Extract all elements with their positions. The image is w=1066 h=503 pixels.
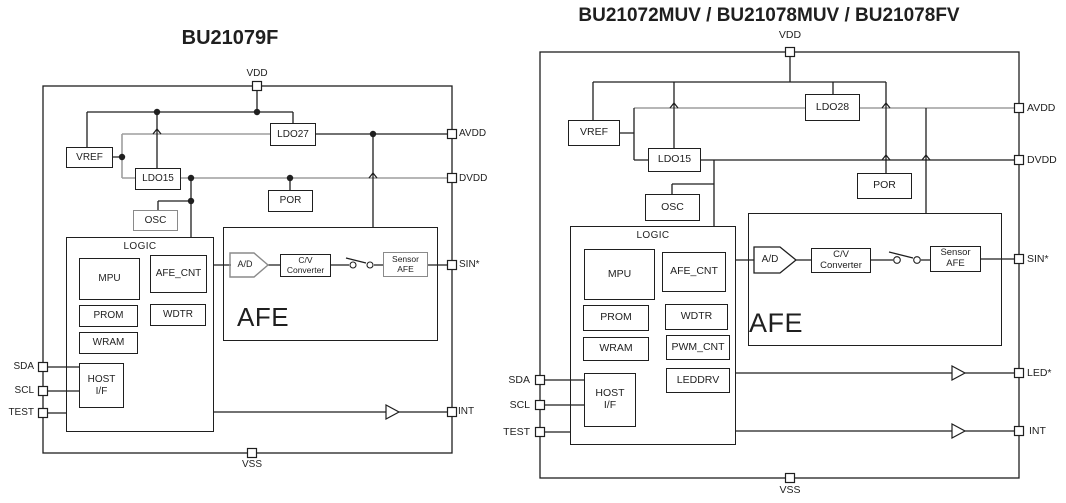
left-pin-label-test: TEST (8, 407, 34, 418)
left-pin-label-sin: SIN* (459, 259, 480, 270)
right-osc-block: OSC (645, 194, 700, 221)
right-diagram-title: BU21072MUV / BU21078MUV / BU21078FV (578, 5, 960, 26)
right-wdtr-block: WDTR (665, 304, 728, 330)
left-pin-label-avdd: AVDD (459, 128, 487, 139)
right-por-block: POR (857, 173, 912, 199)
left-ldo27-block: LDO27 (270, 123, 316, 146)
right-afe-big-label: AFE (749, 308, 804, 338)
right-logic-block: LOGIC (570, 226, 736, 445)
right-prom-block: PROM (583, 305, 649, 331)
left-junction-dots (118, 108, 377, 205)
right-ldo15-block: LDO15 (648, 148, 701, 172)
left-wram-block: WRAM (79, 332, 138, 354)
right-leddrv-block: LEDDRV (666, 368, 730, 393)
wire-jump-marks (669, 101, 931, 161)
left-por-block: POR (268, 190, 313, 212)
left-afe-block (223, 227, 438, 341)
right-pin-label-test: TEST (503, 426, 530, 438)
left-switch-icon (349, 261, 374, 269)
right-pin-label-vss: VSS (779, 484, 801, 496)
right-pin-label-avdd: AVDD (1027, 102, 1056, 114)
left-pin-label-scl: SCL (14, 385, 34, 396)
right-vref-block: VREF (568, 120, 620, 146)
left-pin-label-vdd: VDD (246, 68, 268, 79)
left-pin-label-dvdd: DVDD (459, 173, 488, 184)
left-pin-label-sda: SDA (13, 361, 34, 372)
right-wram-block: WRAM (583, 337, 649, 361)
right-ad-converter-icon (753, 246, 798, 274)
right-pin-squares (534, 46, 1025, 484)
right-pin-label-int: INT (1029, 425, 1046, 437)
left-vref-block: VREF (66, 147, 113, 168)
right-ldo28-block: LDO28 (805, 94, 860, 121)
left-afe-cnt-block: AFE_CNT (150, 255, 207, 293)
left-ad-label: A/D (237, 259, 253, 269)
left-wdtr-block: WDTR (150, 304, 206, 326)
wire-jump-marks (152, 127, 378, 179)
right-pin-label-sda: SDA (508, 374, 530, 386)
right-int-buffer-icon (951, 422, 967, 440)
right-ad-label: A/D (761, 254, 779, 265)
left-logic-label: LOGIC (123, 241, 157, 252)
left-pin-label-vss: VSS (241, 459, 262, 470)
left-prom-block: PROM (79, 305, 138, 327)
left-pin-squares (37, 80, 458, 459)
left-logic-block: LOGIC (66, 237, 214, 432)
left-pin-label-int: INT (458, 406, 475, 417)
right-pin-label-vdd: VDD (778, 29, 802, 41)
right-pin-label-scl: SCL (509, 399, 530, 411)
right-logic-label: LOGIC (636, 230, 670, 241)
left-ldo15-block: LDO15 (135, 168, 181, 190)
left-osc-block: OSC (133, 210, 178, 231)
right-pin-label-led: LED* (1027, 367, 1052, 379)
left-mpu-block: MPU (79, 258, 140, 300)
left-diagram-title: BU21079F (181, 27, 279, 49)
left-black-nets (47, 90, 448, 414)
left-ad-converter-icon (229, 252, 270, 278)
right-pin-label-sin: SIN* (1027, 253, 1049, 265)
left-int-buffer-icon (385, 403, 401, 421)
right-led-buffer-icon (951, 364, 967, 382)
right-pin-label-dvdd: DVDD (1027, 154, 1057, 166)
left-afe-big-label: AFE (237, 302, 290, 332)
right-chip-outline (539, 51, 1020, 479)
right-switch-icon (893, 256, 921, 264)
right-pwm-cnt-block: PWM_CNT (666, 335, 730, 360)
right-afe-block (748, 213, 1002, 346)
right-afe-cnt-block: AFE_CNT (662, 252, 726, 292)
right-black-nets (544, 56, 1015, 433)
right-mpu-block: MPU (584, 249, 655, 300)
